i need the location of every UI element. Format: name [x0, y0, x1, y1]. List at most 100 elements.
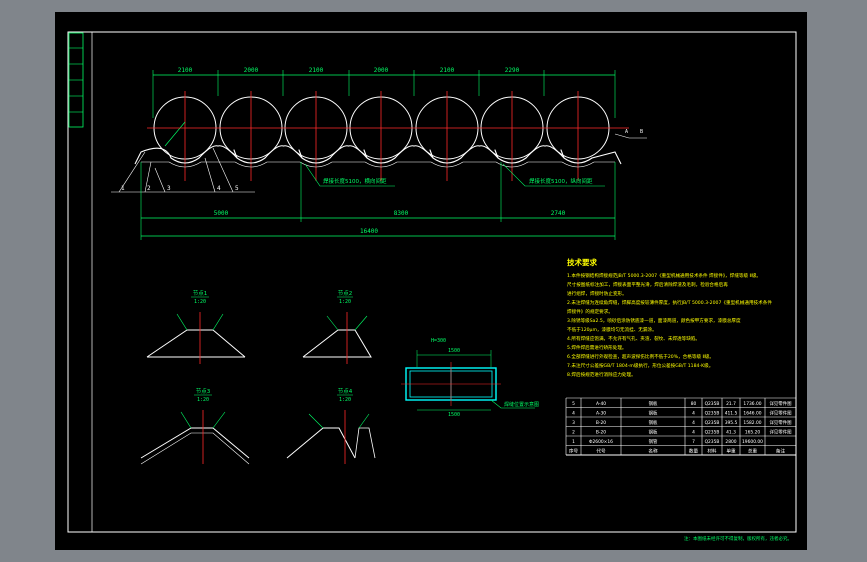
- top-dimension-chain: [152, 70, 616, 118]
- detail-3-scale: 1:20: [197, 397, 209, 403]
- notes-line-6: 3.除锈等级Sa2.5，喷砂后涂防锈底漆一道，面漆两道，颜色按甲方要求，漆膜总厚…: [567, 317, 741, 324]
- notes-line-1: 1.本件按钢结构焊接规范JB/T 5000.3-2007《重型机械通用技术条件 …: [567, 272, 761, 279]
- bom-cell: 1646.00: [743, 410, 761, 416]
- notes-title: 技术要求: [567, 257, 597, 267]
- detail-4-title: 节点4: [338, 387, 353, 395]
- notes-line-3: 进行组焊，焊接时防止变形。: [567, 290, 627, 297]
- leader-label-b: B: [640, 129, 643, 135]
- drawing-canvas[interactable]: 2100 2000 2100 2000 2100 2290 A B: [55, 12, 807, 550]
- bom-cell: 5: [572, 401, 575, 407]
- detail-view-2[interactable]: 节点2 1:20: [302, 289, 372, 364]
- part-callout: 焊缝位置示意图: [504, 401, 539, 408]
- bom-cell: 钢板: [649, 419, 658, 426]
- callout-right: 焊接长度5100，纵向间距: [529, 177, 593, 185]
- part-height-dim: H=300: [431, 338, 446, 344]
- spacing-dim-2: 2000: [244, 67, 259, 74]
- inner-frame: [67, 31, 797, 533]
- detail-view-4[interactable]: 节点4 1:20: [286, 387, 376, 464]
- detail-view-1[interactable]: 节点1 1:20: [146, 289, 246, 364]
- bom-cell: A-40: [596, 401, 606, 407]
- main-elevation-view[interactable]: 2100 2000 2100 2000 2100 2290 A B: [111, 67, 647, 240]
- bom-cell: Φ2600×16: [589, 439, 613, 445]
- leader-label-a: A: [625, 129, 628, 135]
- bom-cell: Q235B: [705, 401, 720, 407]
- leader-5: 5: [235, 185, 239, 192]
- bom-cell: Q235B: [705, 439, 720, 445]
- bom-header-cell: 备注: [776, 447, 786, 454]
- bom-cell: 7: [692, 439, 695, 445]
- spacing-dim-3: 2100: [309, 67, 324, 74]
- bom-cell: 3: [572, 420, 575, 426]
- detail-2-scale: 1:20: [339, 299, 351, 305]
- footer-note: 注：本图纸未经许可不得复制，版权所有，违者必究。: [684, 535, 792, 542]
- bom-cell: 21.7: [726, 401, 736, 407]
- bom-header-cell: 名称: [648, 447, 658, 454]
- bom-cell: 钢板: [649, 409, 658, 416]
- detail-4-scale: 1:20: [339, 397, 351, 403]
- leader-2: 2: [147, 185, 151, 192]
- bom-cell: 4: [572, 410, 575, 416]
- bom-cell: 4: [692, 420, 695, 426]
- bom-cell: B-20: [596, 420, 606, 426]
- bom-cell: 165.20: [745, 429, 761, 435]
- leader-3: 3: [167, 185, 171, 192]
- bom-cell: 4: [692, 429, 695, 435]
- radius-leader: [164, 121, 186, 147]
- pipe-circles[interactable]: [153, 91, 610, 181]
- notes-line-10: 6.全部焊缝进行外观检查，超声波探伤比例不低于20%，合格等级 Ⅱ级。: [567, 353, 714, 360]
- drawing-sheet[interactable]: 2100 2000 2100 2000 2100 2290 A B: [55, 12, 807, 550]
- right-top-leader: A B: [614, 129, 647, 139]
- bom-cell: 2800: [725, 439, 736, 445]
- bom-cell: 详见零件图: [770, 419, 793, 426]
- bom-cell: 41.3: [726, 429, 736, 435]
- binding-strip: [67, 31, 93, 533]
- total-dim: 16400: [360, 228, 378, 235]
- bom-cell: B-20: [596, 429, 606, 435]
- bom-cell: 411.5: [725, 410, 738, 416]
- notes-line-7: 不低于120μm，漆膜均匀无流挂、无漏涂。: [567, 326, 657, 333]
- detail-view-3[interactable]: 节点3 1:20: [140, 387, 250, 465]
- bom-cell: 1: [572, 439, 575, 445]
- bom-cell: 1582.00: [743, 420, 761, 426]
- bottom-dimension-chain: [140, 162, 616, 240]
- spacing-dim-5: 2100: [440, 67, 455, 74]
- detail-2-title: 节点2: [338, 289, 353, 297]
- bom-cell: 钢管: [649, 438, 658, 445]
- bom-cell: 详见零件图: [770, 428, 793, 435]
- leader-1: 1: [121, 185, 125, 192]
- bom-cell: 1736.00: [743, 401, 761, 407]
- bom-cell: Q235B: [705, 429, 720, 435]
- bom-cell: 4: [692, 410, 695, 416]
- bom-header-cell: 序号: [569, 447, 579, 454]
- bom-cell: 详见零件图: [770, 400, 793, 407]
- saddle-inner-profile: [141, 161, 615, 168]
- detail-3-title: 节点3: [196, 387, 211, 395]
- bom-cell: 19600.00: [742, 439, 763, 445]
- callout-leaders: [304, 163, 605, 187]
- overall-dim-2: 8300: [394, 210, 409, 217]
- bom-header-cell: 总重: [748, 447, 758, 454]
- bom-cell: 详见零件图: [770, 409, 793, 416]
- notes-line-2: 尺寸按图纸标注加工，焊接表面平整光滑，焊后清除焊渣及毛刺，检验合格后再: [567, 281, 728, 288]
- callout-left: 焊接长度5100，横向间距: [323, 177, 387, 185]
- part-view[interactable]: 1500 H=300 1500 焊缝位置示意图: [401, 338, 539, 418]
- detail-1-title: 节点1: [193, 289, 208, 297]
- bom-cell: Q235B: [705, 420, 720, 426]
- bom-header-cell: 材料: [707, 447, 717, 454]
- spacing-dim-1: 2100: [178, 67, 193, 74]
- bom-cell: 钢板: [649, 428, 658, 435]
- saddle-profile: [134, 145, 622, 165]
- detail-1-scale: 1:20: [194, 299, 206, 305]
- overall-dim-3: 2740: [551, 210, 566, 217]
- technical-notes: 技术要求 1.本件按钢结构焊接规范JB/T 5000.3-2007《重型机械通用…: [567, 257, 772, 378]
- bom-cell: 395.5: [725, 420, 738, 426]
- notes-line-8: 4.所有焊缝应饱满，不允许有气孔、夹渣、裂纹、未焊透等缺陷。: [567, 335, 700, 342]
- spacing-dim-6: 2290: [505, 67, 520, 74]
- notes-line-4: 2.未注焊缝为连续角焊缝，焊脚高度按较薄件厚度，执行JB/T 5000.3-20…: [567, 299, 772, 306]
- notes-line-12: 8.焊后按规范进行消除应力处理。: [567, 371, 636, 378]
- leader-4: 4: [217, 185, 221, 192]
- bom-cell: 2: [572, 429, 575, 435]
- notes-line-11: 7.未注尺寸公差按GB/T 1804-m级执行，形位公差按GB/T 1184-K…: [567, 362, 713, 369]
